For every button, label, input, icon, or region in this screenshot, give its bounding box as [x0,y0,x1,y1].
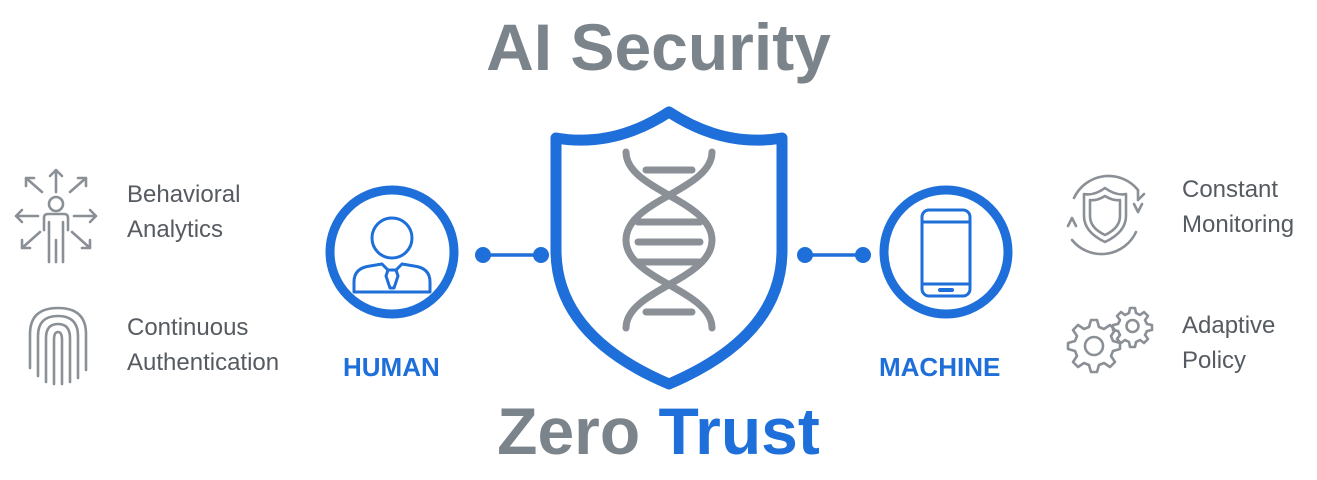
feature-label-behavioral-analytics: Behavioral Analytics [127,177,240,247]
dna-shield-icon [546,100,792,392]
machine-node [878,184,1014,320]
connector-shield-machine [794,244,874,266]
feature-label-constant-monitoring: Constant Monitoring [1182,172,1294,242]
feature-line1: Adaptive [1182,312,1276,339]
dna-icon [622,148,716,332]
feature-line2: Policy [1182,347,1247,374]
smartphone-icon [920,208,972,298]
title-trust: Trust [658,394,820,468]
gear-small-icon [1111,306,1154,349]
feature-label-continuous-authentication: Continuous Authentication [127,310,279,380]
feature-line2: Monitoring [1182,211,1295,238]
feature-line1: Constant [1182,176,1279,203]
gears-icon [1060,304,1158,374]
gear-icon [1066,318,1122,374]
title-ai-security: AI Security [486,10,831,84]
feature-line1: Behavioral [127,181,241,208]
shield-cycle-icon [1058,172,1152,258]
title-zero-trust: Zero Trust [0,398,1317,464]
fingerprint-icon [22,304,94,386]
human-label: HUMAN [343,352,440,382]
connector-human-shield [472,244,552,266]
person-tie-icon [352,216,432,294]
feature-label-adaptive-policy: Adaptive Policy [1182,308,1275,378]
feature-line2: Authentication [127,349,280,376]
machine-label: MACHINE [879,352,1001,382]
feature-line1: Continuous [127,314,249,341]
title-zero: Zero [497,394,641,468]
human-node [324,184,460,320]
person-arrows-icon [8,168,104,266]
feature-line2: Analytics [127,216,224,243]
